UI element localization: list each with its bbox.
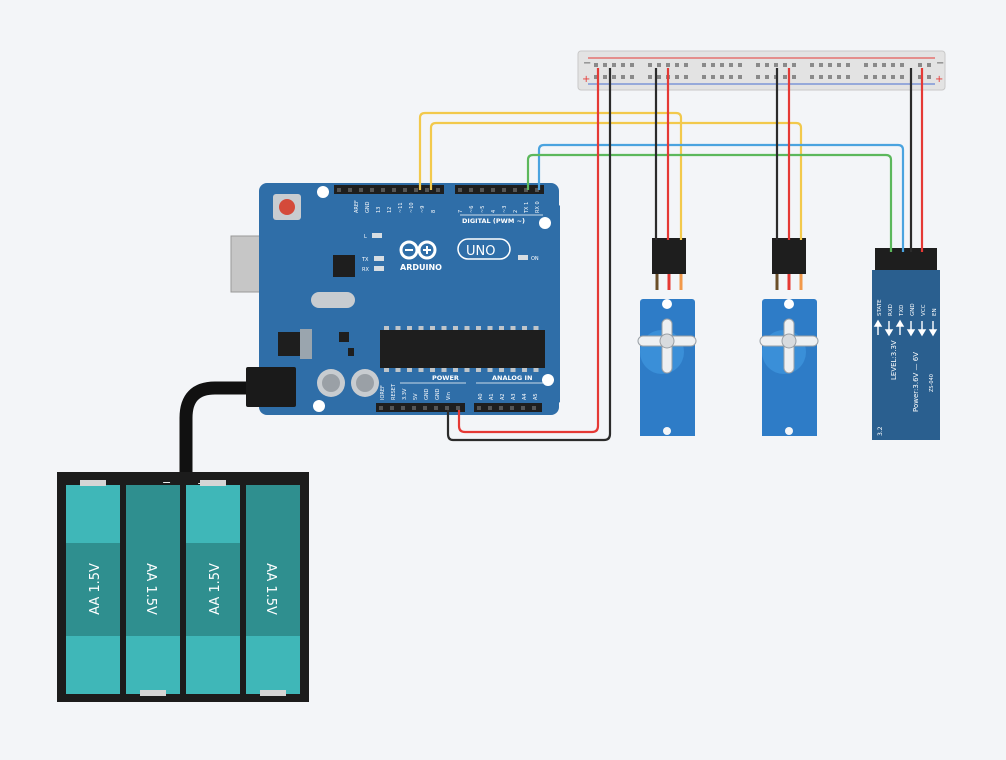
pin-ioref-label: IOREF [380, 385, 386, 400]
led-rx-label: RX [362, 267, 369, 273]
pin-gnd-b-label: GND [435, 388, 441, 400]
pin-7-label: 7 [458, 210, 464, 213]
pin-gnd-label: GND [365, 201, 371, 213]
breadboard-minus-left: − [583, 58, 591, 69]
bt-pin-rxd: RXD [888, 304, 894, 316]
pin-11-label: ~11 [398, 202, 404, 213]
bt-power-label: Power:3.6V — 6V [912, 352, 920, 412]
reset-button[interactable] [279, 199, 295, 215]
pin-a0-label: A0 [478, 393, 484, 400]
wire-red-5v[interactable] [457, 68, 600, 434]
battery-cell-3: AA 1.5V [186, 480, 240, 694]
arduino-logo [399, 240, 437, 260]
pin-a2-label: A2 [500, 393, 506, 400]
bluetooth-module[interactable]: STATE RXD TXD GND VCC EN LEVEL:3.3V Powe… [872, 248, 940, 440]
pin-a3-label: A3 [511, 393, 517, 400]
battery-cable[interactable] [179, 381, 255, 478]
battery-cell-2: AA 1.5V [126, 485, 180, 696]
pin-a1-label: A1 [489, 393, 495, 400]
pin-13-label: 13 [376, 207, 382, 213]
analog-label: ANALOG IN [492, 374, 532, 382]
breadboard-minus-right: − [936, 58, 944, 69]
digital-header-2[interactable] [455, 185, 544, 194]
svg-text:AA 1.5V: AA 1.5V [88, 563, 103, 615]
pin-12-label: 12 [387, 207, 393, 213]
digital-header-1[interactable] [334, 185, 444, 194]
bt-level-label: LEVEL:3.3V [890, 340, 898, 380]
pin-9-label: ~9 [420, 206, 426, 213]
power-header[interactable] [376, 403, 465, 412]
pin-10-label: ~10 [409, 202, 415, 213]
led-l-label: L [364, 234, 367, 240]
pin-0-label: RX 0 [535, 201, 541, 213]
pin-5v-label: 5V [413, 393, 419, 400]
analog-header[interactable] [474, 403, 542, 412]
pin-5-label: ~5 [480, 206, 486, 213]
breadboard[interactable]: − + − + [577, 50, 946, 91]
svg-text:AA 1.5V: AA 1.5V [263, 563, 278, 615]
bt-model-label: ZS-040 [929, 374, 935, 392]
bt-pin-gnd: GND [910, 303, 916, 316]
wire-green-bt[interactable] [526, 153, 893, 252]
chip-pins [384, 326, 539, 372]
wire-black-gnd[interactable] [446, 68, 612, 442]
wire-blue-bt[interactable] [537, 143, 905, 252]
led-on-label: ON [531, 256, 539, 262]
atmega-chip [380, 330, 545, 368]
pin-3-label: ~3 [502, 206, 508, 213]
pin-reset-label: RESET [391, 383, 397, 400]
pin-2-label: 2 [513, 210, 519, 213]
pin-1-label: TX 1 [524, 202, 530, 214]
battery-cell-4: AA 1.5V [246, 485, 300, 696]
servo-motor-2[interactable] [759, 238, 819, 436]
bt-pin-vcc: VCC [921, 304, 927, 316]
arduino-model: UNO [466, 244, 495, 259]
svg-text:AA 1.5V: AA 1.5V [143, 563, 158, 615]
power-label: POWER [432, 374, 459, 382]
mount-hole [313, 400, 325, 412]
pin-4-label: 4 [491, 210, 497, 213]
breadboard-holes [594, 63, 931, 79]
bt-pin-txd: TXD [899, 305, 905, 317]
pin-8-label: 8 [431, 210, 437, 213]
mount-hole [542, 374, 554, 386]
pin-a4-label: A4 [522, 393, 528, 400]
bt-pin-en: EN [932, 308, 938, 316]
pin-a5-label: A5 [533, 393, 539, 400]
bt-extra-label: 3.2 [877, 426, 884, 436]
pin-vin-label: Vin [446, 392, 452, 400]
header-holes [337, 188, 539, 410]
breadboard-plus-left: + [582, 74, 590, 85]
mount-hole [539, 217, 551, 229]
pin-aref-label: AREF [354, 200, 360, 213]
servo-motor-1[interactable] [637, 238, 697, 436]
arduino-brand: ARDUINO [400, 263, 442, 272]
pin-33v-label: 3.3V [402, 388, 408, 400]
arduino-uno[interactable]: L TX RX ON ARDUINO UNO DIGITAL (PWM ~) P… [230, 183, 560, 415]
battery-pack[interactable]: − + AA 1.5V AA 1.5V AA 1.5V AA 1. [57, 472, 309, 702]
battery-minus: − [162, 476, 171, 489]
breadboard-plus-right: + [935, 74, 943, 85]
dc-power-jack[interactable] [246, 367, 296, 407]
led-tx-label: TX [361, 257, 369, 263]
wire-yellow-servo1[interactable] [418, 111, 683, 240]
pin-6-label: ~6 [469, 206, 475, 213]
pin-gnd-a-label: GND [424, 388, 430, 400]
mount-hole [317, 186, 329, 198]
wire-yellow-servo2[interactable] [429, 121, 803, 240]
battery-cell-1: AA 1.5V [66, 480, 120, 694]
digital-label: DIGITAL (PWM ~) [462, 217, 525, 225]
svg-text:AA 1.5V: AA 1.5V [208, 563, 223, 615]
bt-pin-state: STATE [877, 299, 883, 316]
